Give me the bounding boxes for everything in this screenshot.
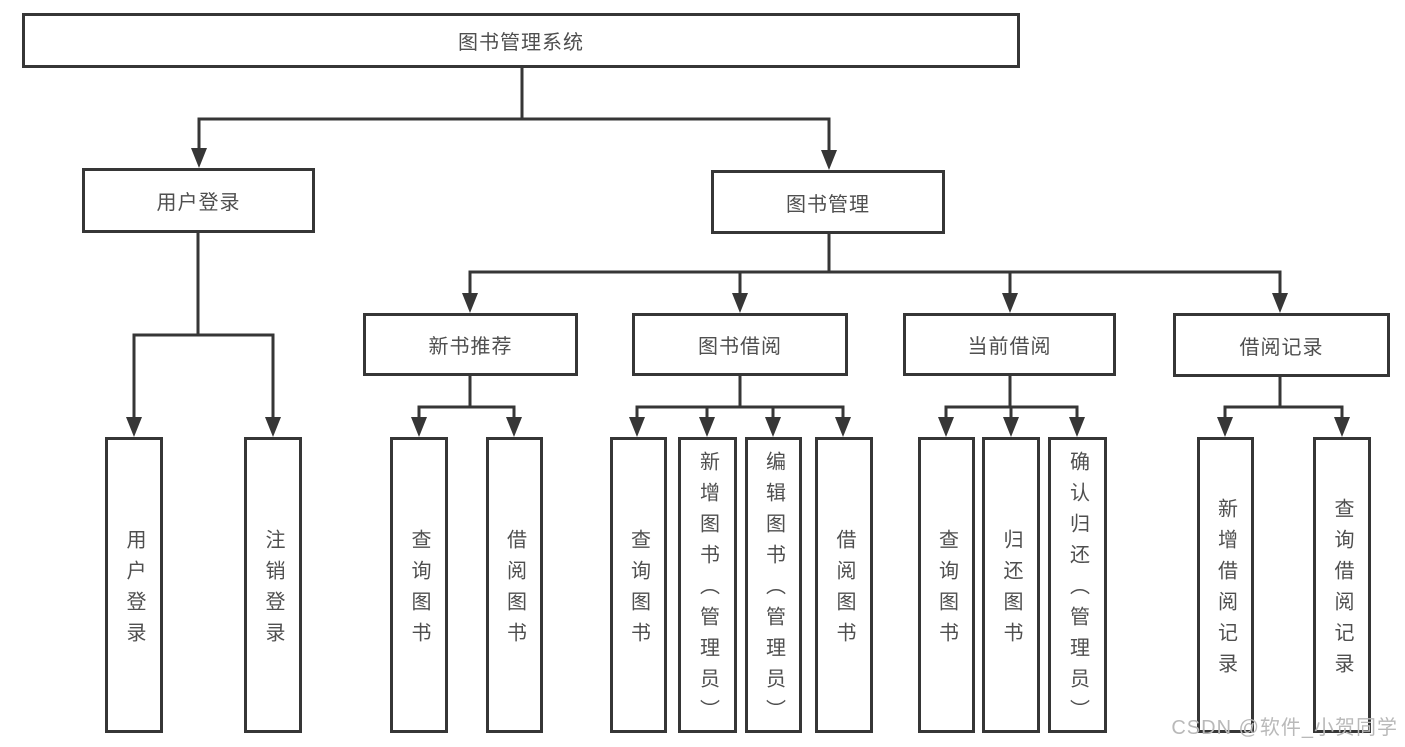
node-book-management: 图书管理: [711, 170, 945, 234]
node-label: 借阅记录: [1239, 336, 1324, 359]
node-label: 图书管理系统: [458, 32, 584, 54]
node-leaf-add-book-admin: 新增图书（管理员）: [678, 437, 737, 733]
arrowheads: [126, 148, 1350, 437]
node-leaf-query-borrow-record: 查询借阅记录: [1313, 437, 1371, 733]
node-label: 归还图书: [1000, 528, 1022, 653]
node-label: 借阅图书: [833, 528, 855, 653]
node-label: 新增图书（管理员）: [696, 451, 719, 730]
node-label: 编辑图书（管理员）: [762, 451, 785, 730]
node-label: 查询借阅记录: [1331, 497, 1353, 684]
node-leaf-user-login: 用户登录: [105, 437, 163, 733]
node-current-borrowing: 当前借阅: [903, 313, 1116, 376]
node-leaf-return-book: 归还图书: [982, 437, 1040, 733]
node-leaf-query-books-borrowing: 查询图书: [610, 437, 667, 733]
node-borrowing-records: 借阅记录: [1173, 313, 1390, 377]
node-user-login: 用户登录: [82, 168, 315, 233]
node-label: 图书管理: [786, 193, 870, 216]
node-label: 用户登录: [156, 192, 241, 214]
node-label: 新增借阅记录: [1214, 497, 1237, 684]
node-label: 借阅图书: [503, 528, 526, 653]
node-library-management-system: 图书管理系统: [22, 13, 1020, 68]
node-label: 当前借阅: [967, 336, 1052, 358]
node-label: 注销登录: [262, 528, 284, 653]
node-leaf-query-books-recommend: 查询图书: [390, 437, 448, 733]
node-leaf-add-borrow-record: 新增借阅记录: [1197, 437, 1254, 733]
node-leaf-query-books-current: 查询图书: [918, 437, 975, 733]
node-label: 确认归还（管理员）: [1066, 451, 1089, 730]
node-label: 查询图书: [627, 528, 650, 653]
node-leaf-logout: 注销登录: [244, 437, 302, 733]
node-label: 查询图书: [408, 528, 430, 653]
node-leaf-confirm-return-admin: 确认归还（管理员）: [1048, 437, 1107, 733]
node-leaf-edit-book-admin: 编辑图书（管理员）: [745, 437, 802, 733]
node-label: 图书借阅: [698, 336, 782, 358]
node-leaf-borrow-books-recommend: 借阅图书: [486, 437, 543, 733]
node-book-borrowing: 图书借阅: [632, 313, 848, 376]
node-label: 新书推荐: [428, 336, 513, 358]
node-label: 用户登录: [123, 528, 145, 653]
node-leaf-borrow-books-borrowing: 借阅图书: [815, 437, 873, 733]
node-new-book-recommendation: 新书推荐: [363, 313, 578, 376]
csdn-watermark: CSDN @软件_小贺同学: [1171, 717, 1398, 739]
node-label: 查询图书: [935, 528, 958, 653]
